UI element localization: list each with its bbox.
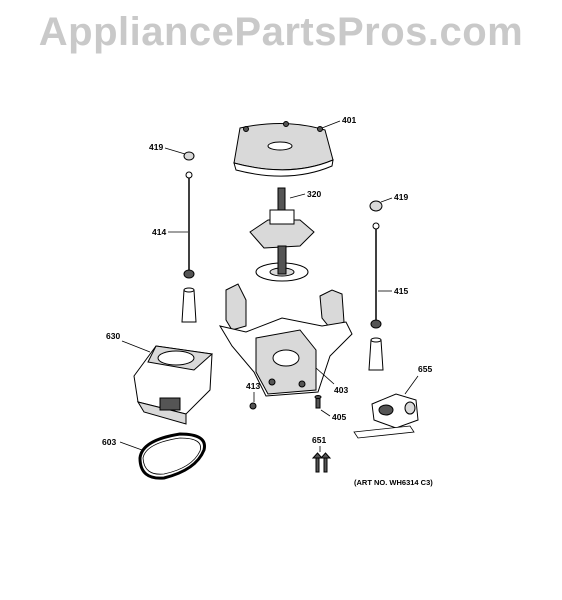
part-401-cover[interactable] <box>233 121 334 177</box>
part-419-cap-left[interactable] <box>183 151 195 161</box>
part-413-screw[interactable] <box>249 402 257 410</box>
label-655: 655 <box>418 364 432 374</box>
part-651-screws[interactable] <box>311 452 332 473</box>
label-419-left: 419 <box>149 142 163 152</box>
label-414: 414 <box>152 227 166 237</box>
watermark-logo: AppliancePartsPros.com <box>38 10 524 54</box>
part-320-transmission[interactable] <box>249 187 315 282</box>
label-413: 413 <box>246 381 260 391</box>
label-401: 401 <box>342 115 356 125</box>
label-651: 651 <box>312 435 326 445</box>
label-403: 403 <box>334 385 348 395</box>
part-414-suspension-rod[interactable] <box>181 171 197 323</box>
part-405-bolt[interactable] <box>314 395 322 409</box>
part-415-suspension-rod[interactable] <box>368 222 384 371</box>
label-630: 630 <box>106 331 120 341</box>
part-403-bracket[interactable] <box>218 283 353 397</box>
label-603: 603 <box>102 437 116 447</box>
part-655-pump[interactable] <box>353 393 419 439</box>
label-415: 415 <box>394 286 408 296</box>
part-603-drive-belt[interactable] <box>138 432 206 480</box>
label-419-right: 419 <box>394 192 408 202</box>
art-number: (ART NO. WH6314 C3) <box>354 478 433 487</box>
part-419-cap-right[interactable] <box>369 200 383 212</box>
part-630-motor[interactable] <box>133 345 214 425</box>
label-405: 405 <box>332 412 346 422</box>
label-320: 320 <box>307 189 321 199</box>
